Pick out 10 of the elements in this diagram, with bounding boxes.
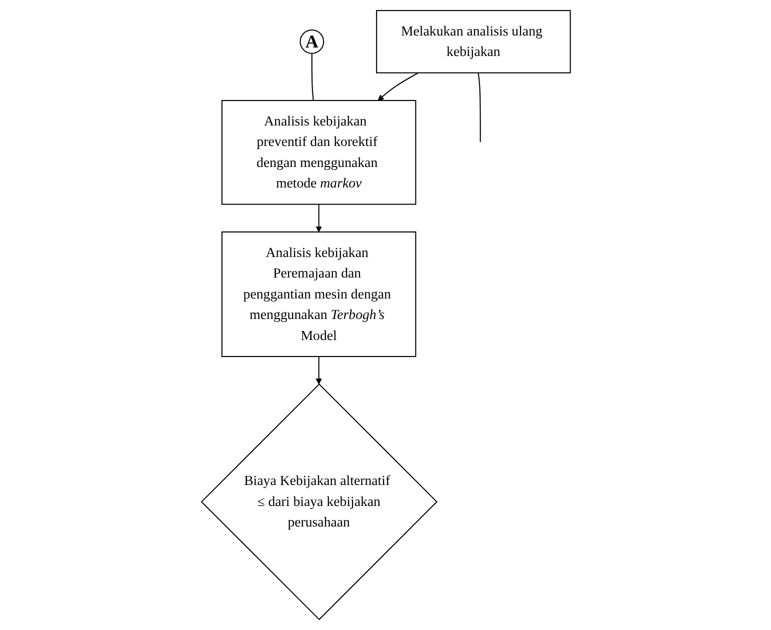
node-box: Analisis kebijakan preventif dan korektif dengan menggunakan metode markov (221, 100, 416, 205)
node-box: Analisis kebijakan Peremajaan dan penggantian mesin dengan menggunakan Terbogh’s Model (221, 231, 416, 358)
connector (310, 53, 314, 101)
arrow (315, 204, 322, 232)
arrow (315, 356, 322, 384)
connector (477, 72, 480, 142)
node-circle: A (299, 29, 324, 54)
node-diamond: Biaya Kebijakan alternatif ≤ dari biaya kebijakan perusahaan (200, 383, 438, 620)
arrow (377, 72, 418, 101)
node-box: Melakukan analisis ulang kebijakan (376, 10, 570, 74)
